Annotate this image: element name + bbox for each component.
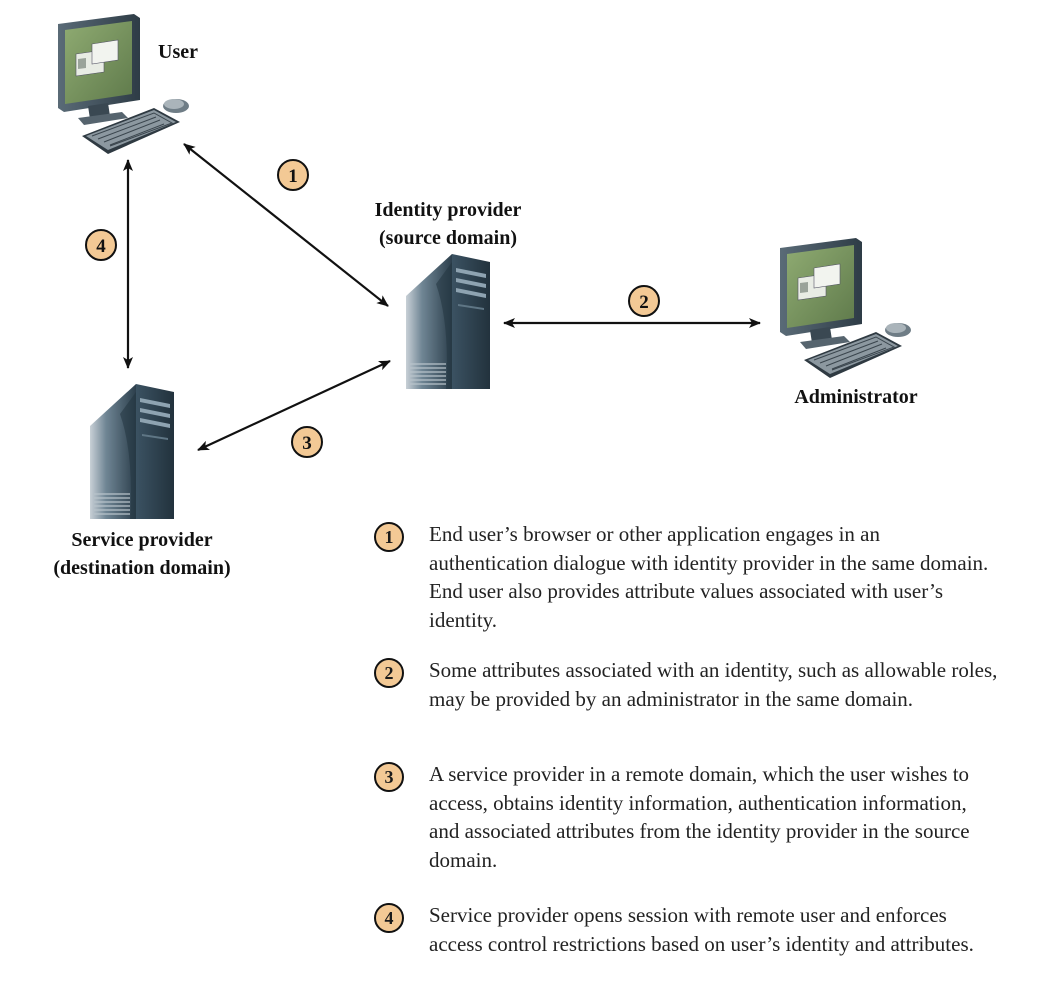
- step-text-4: Service provider opens session with remo…: [429, 903, 974, 956]
- badge-2: 2: [628, 285, 660, 317]
- step-badge-3: 3: [374, 762, 404, 792]
- administrator-label: Administrator: [776, 383, 936, 411]
- administrator-computer-icon: [779, 237, 912, 379]
- step-badge-4: 4: [374, 903, 404, 933]
- service-provider-label-line2: (destination domain): [53, 557, 231, 579]
- administrator-label-text: Administrator: [794, 386, 918, 408]
- user-label: User: [148, 38, 208, 66]
- badge-1: 1: [277, 159, 309, 191]
- arrow-1: [183, 143, 389, 307]
- step-text-1: End user’s browser or other application …: [429, 522, 989, 632]
- badge-4: 4: [85, 229, 117, 261]
- identity-provider-label: Identity provider (source domain): [348, 196, 548, 252]
- service-provider-label: Service provider (destination domain): [26, 526, 258, 582]
- user-label-text: User: [158, 41, 198, 63]
- service-provider-label-line1: Service provider: [71, 529, 213, 551]
- svg-text:4: 4: [96, 236, 106, 257]
- step-badge-2: 2: [374, 658, 404, 688]
- svg-text:2: 2: [639, 292, 649, 313]
- svg-text:3: 3: [302, 433, 312, 454]
- step-badge-1: 1: [374, 522, 404, 552]
- identity-provider-label-line2: (source domain): [379, 227, 517, 249]
- identity-provider-server-icon: [405, 253, 491, 390]
- badge-3: 3: [291, 426, 323, 458]
- svg-text:1: 1: [288, 166, 298, 187]
- service-provider-server-icon: [89, 383, 175, 520]
- step-text-2: Some attributes associated with an ident…: [429, 658, 998, 711]
- step-text-3: A service provider in a remote domain, w…: [429, 762, 970, 872]
- arrow-3: [197, 360, 391, 451]
- user-computer-icon: [57, 13, 190, 155]
- identity-provider-label-line1: Identity provider: [374, 199, 522, 221]
